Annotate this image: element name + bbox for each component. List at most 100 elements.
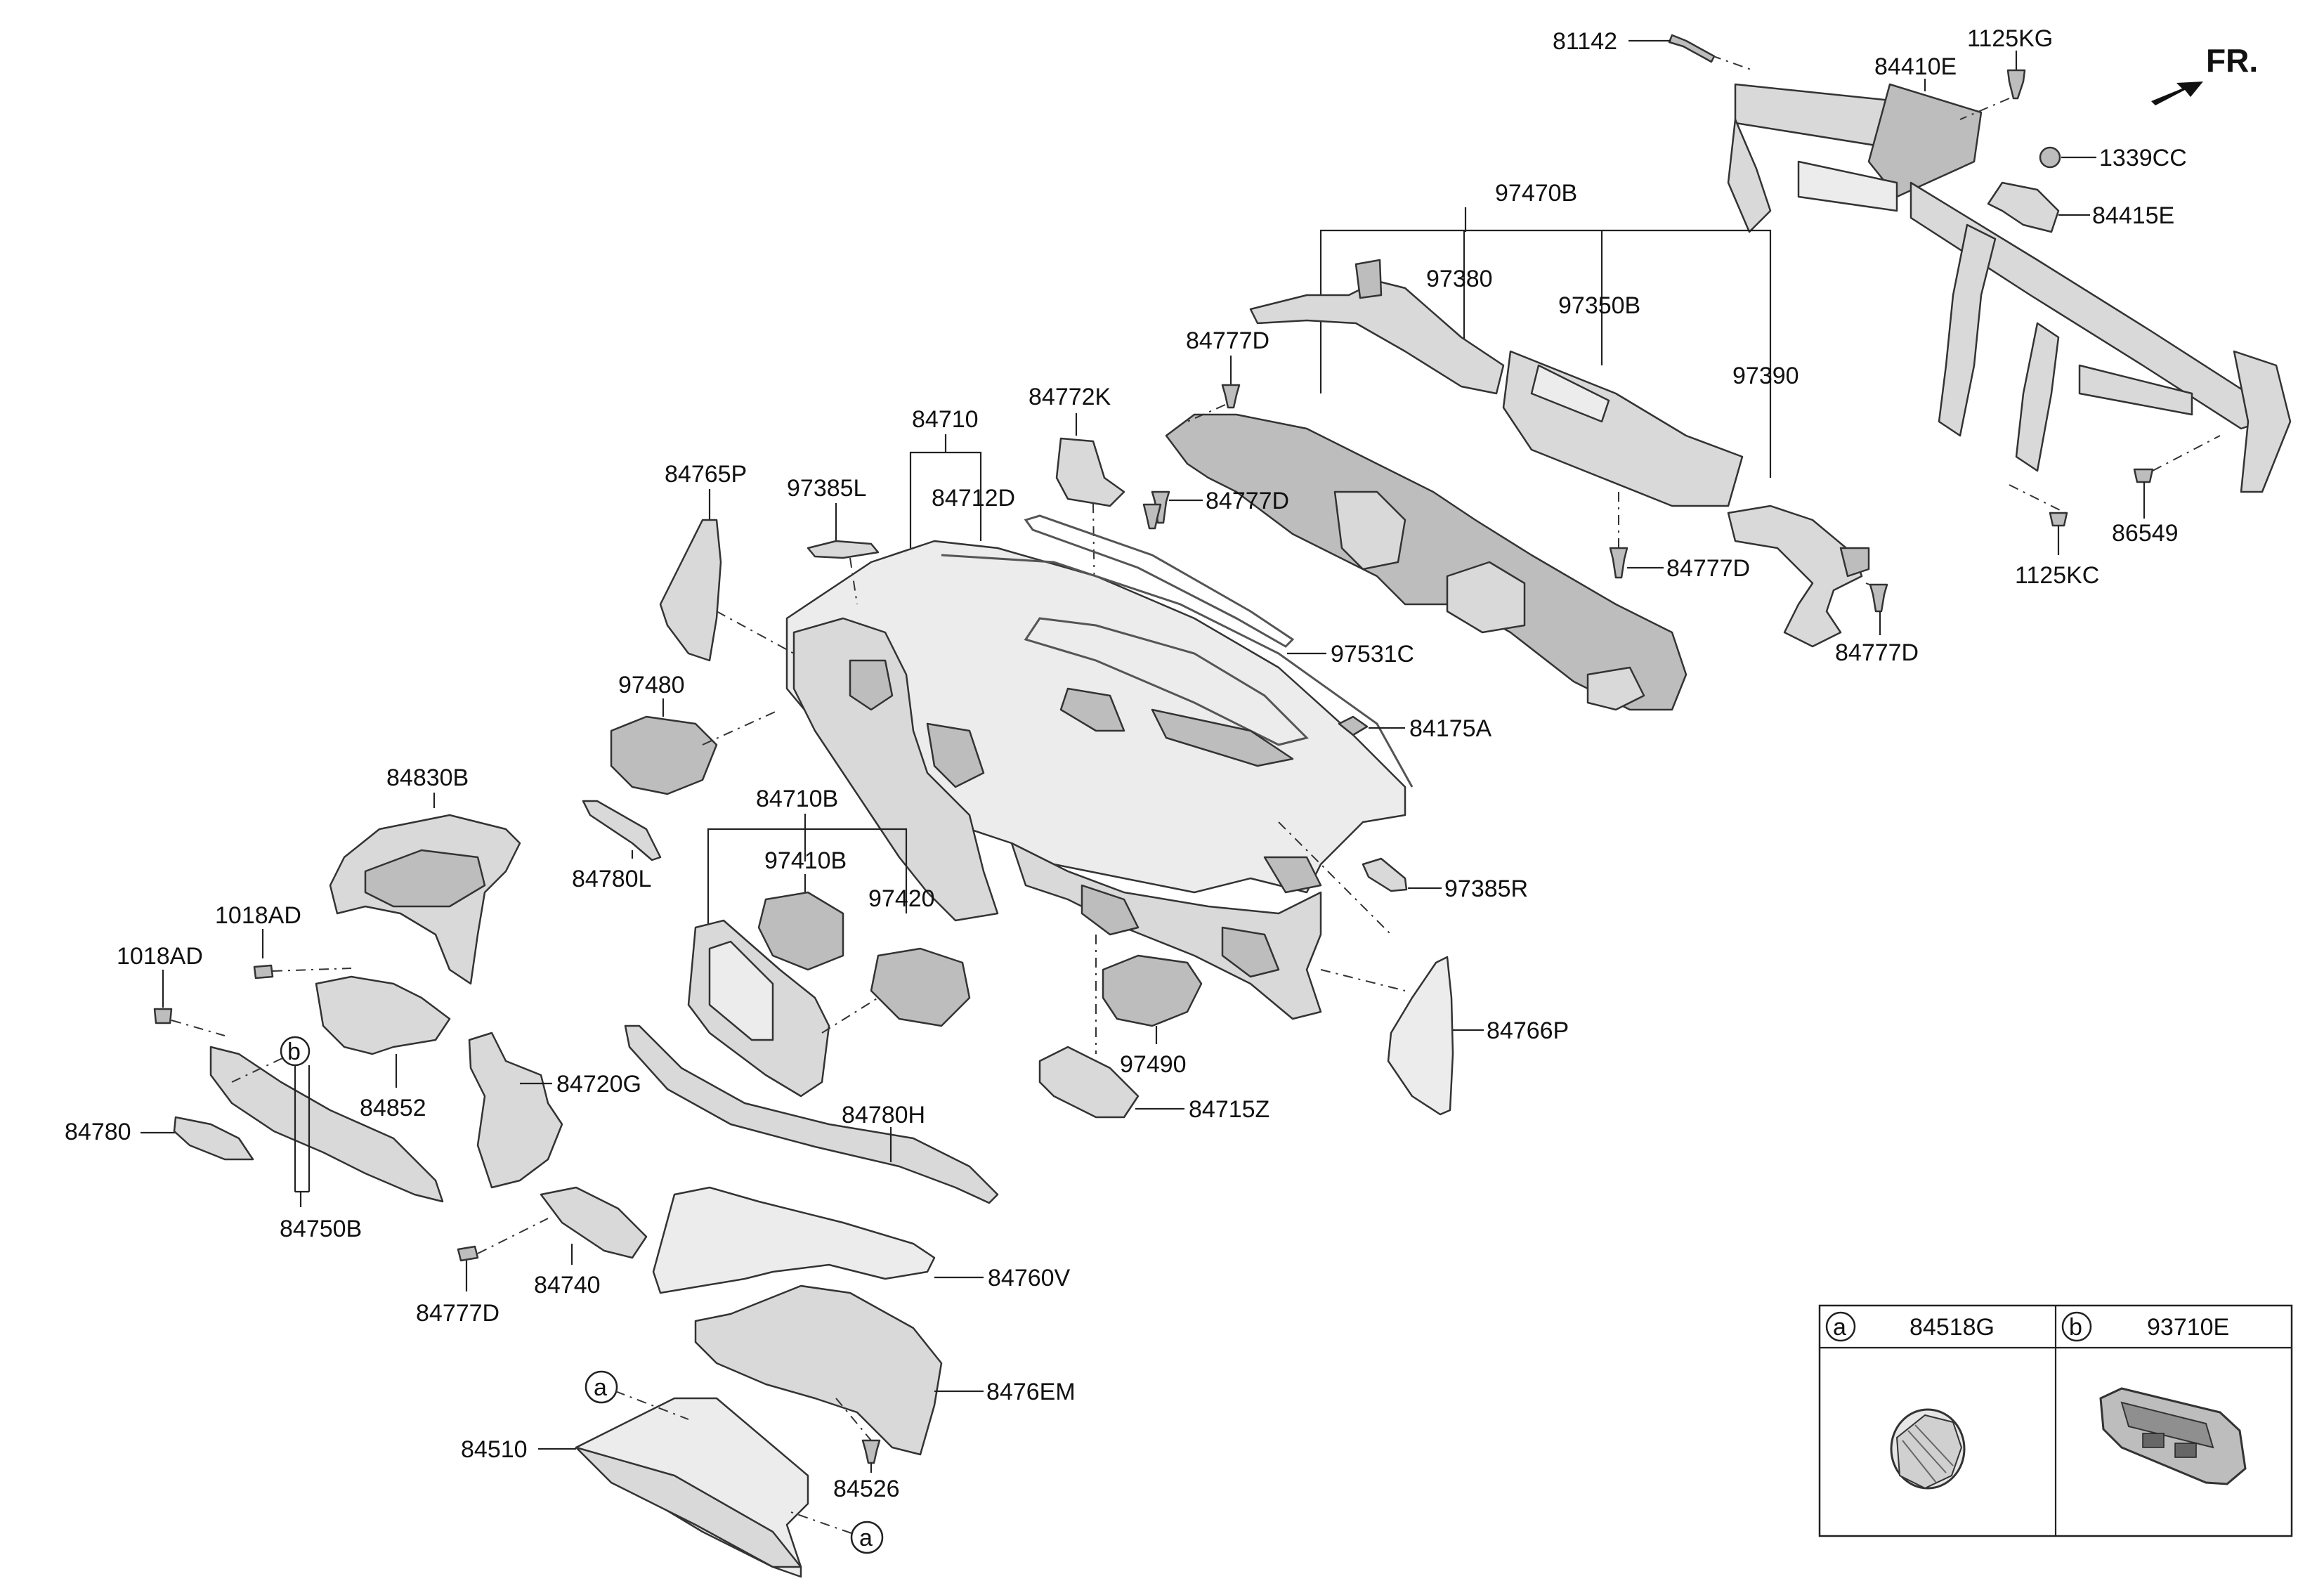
part-label-84780: 84780 (65, 1119, 131, 1145)
lower-crash-pad-84760V (652, 1186, 936, 1294)
part-label-84766P: 84766P (1487, 1017, 1569, 1044)
air-vent-97410B (757, 891, 844, 971)
part-label-97380: 97380 (1426, 266, 1493, 292)
speaker-grille-97385L (807, 540, 880, 559)
part-label-84830B: 84830B (386, 764, 469, 791)
part-label-1018AD-lower: 1018AD (117, 943, 203, 970)
part-label-84777D-lowerleft: 84777D (416, 1300, 500, 1327)
bolt-81142 (1668, 34, 1716, 63)
group-bracket-84710 (909, 434, 982, 548)
part-label-84175A: 84175A (1409, 715, 1492, 742)
screw-84526 (861, 1439, 881, 1464)
screw-84777D-upper (1221, 384, 1241, 409)
part-label-8476EM: 8476EM (986, 1379, 1076, 1405)
part-label-81142: 81142 (1553, 28, 1617, 55)
legend-a-part-number: 84518G (1910, 1314, 1995, 1341)
switch-93710E-illustration (2099, 1387, 2247, 1485)
bolt-86549 (2133, 468, 2154, 483)
screw-84777D-lower (1609, 547, 1628, 579)
part-label-84780H: 84780H (842, 1102, 925, 1128)
callout-a-lower-letter: a (859, 1525, 873, 1551)
legend-b-letter: b (2069, 1314, 2082, 1341)
screw-84777D-pad (1142, 503, 1162, 530)
garnish-84780H (624, 1024, 999, 1204)
bracket-84715Z (1038, 1046, 1140, 1119)
bracket-84772K (1055, 437, 1125, 507)
leader-81142 (1689, 47, 1754, 71)
glove-box-housing-8476EM (694, 1284, 943, 1456)
main-duct (1165, 413, 1687, 711)
center-fascia-side-84720G (468, 1031, 563, 1189)
part-label-97470B: 97470B (1495, 180, 1577, 207)
speaker-grille-97385R (1362, 857, 1408, 892)
part-label-1018AD-upper: 1018AD (215, 902, 301, 929)
part-label-86549: 86549 (2112, 520, 2179, 547)
air-vent-97480 (610, 715, 718, 795)
nut-1339CC (2039, 146, 2061, 169)
part-label-84765P: 84765P (665, 461, 747, 488)
part-label-97480: 97480 (618, 672, 685, 698)
knob-84518G-illustration (1890, 1408, 1966, 1490)
duct-97380 (1249, 280, 1505, 395)
air-vent-97490 (1102, 954, 1203, 1027)
part-label-1125KC: 1125KC (2015, 562, 2099, 589)
part-label-97490: 97490 (1120, 1051, 1187, 1078)
part-label-84712D: 84712D (932, 485, 1015, 512)
part-label-84740: 84740 (534, 1272, 601, 1299)
bracket-84415E (1987, 181, 2060, 233)
callout-a-upper-letter: a (594, 1374, 607, 1401)
part-label-97385R: 97385R (1444, 876, 1528, 902)
lower-panel-84750B (209, 1046, 444, 1203)
part-label-84510: 84510 (461, 1436, 528, 1463)
crash-pad-main (785, 540, 1414, 1020)
part-label-84777D-mid: 84777D (1206, 488, 1289, 514)
part-label-97390: 97390 (1732, 363, 1799, 389)
side-cover-84765P (659, 519, 722, 662)
group-bracket-84750B (294, 1065, 311, 1193)
screw-84777D-right (1869, 583, 1888, 613)
part-label-97350B: 97350B (1558, 292, 1640, 319)
callout-b-letter: b (287, 1039, 301, 1065)
defroster-grille-97531C (1024, 514, 1295, 648)
garnish-84780L (582, 800, 662, 861)
part-label-84720G: 84720G (556, 1071, 641, 1098)
bolt-1125KC (2049, 512, 2068, 527)
pad-84175A (1338, 715, 1369, 736)
bracket-84740 (540, 1186, 648, 1259)
legend-a-letter: a (1833, 1314, 1846, 1341)
part-label-84715Z: 84715Z (1189, 1096, 1269, 1123)
part-label-84777D-lower: 84777D (1666, 555, 1750, 582)
screw-1018AD-upper (253, 964, 274, 980)
part-label-1339CC: 1339CC (2099, 145, 2187, 171)
screw-1018AD-lower (153, 1008, 173, 1024)
part-label-97410B: 97410B (764, 847, 847, 874)
front-direction-arrow (2151, 82, 2203, 105)
part-label-84710: 84710 (912, 406, 979, 433)
part-label-97385L: 97385L (787, 475, 866, 502)
part-label-84710B: 84710B (756, 786, 838, 812)
part-label-84772K: 84772K (1029, 384, 1111, 410)
column-shroud-84852 (315, 975, 451, 1055)
group-bracket-84710B (707, 814, 908, 935)
part-label-84750B: 84750B (280, 1216, 362, 1242)
part-label-97531C: 97531C (1331, 641, 1414, 668)
duct-97390 (1727, 505, 1863, 648)
part-label-84760V: 84760V (988, 1265, 1071, 1291)
part-label-84415E: 84415E (2092, 202, 2174, 229)
callout-a-upper (585, 1370, 618, 1404)
part-label-84777D-right: 84777D (1835, 639, 1919, 666)
part-label-84780L: 84780L (572, 866, 651, 892)
legend-b-part-number: 93710E (2147, 1314, 2229, 1341)
part-label-1125KG: 1125KG (1967, 25, 2053, 52)
front-direction-label: FR. (2206, 42, 2258, 79)
callout-a-lower (850, 1521, 884, 1554)
part-label-84852: 84852 (360, 1095, 426, 1121)
screw-84777D-lowerleft (457, 1245, 479, 1262)
bolt-1125KG (2006, 69, 2026, 100)
part-label-97420: 97420 (868, 885, 935, 912)
garnish-84780 (173, 1116, 254, 1161)
part-label-84777D-upper: 84777D (1186, 327, 1269, 354)
side-cover-84766P (1387, 956, 1454, 1116)
part-label-84410E: 84410E (1874, 53, 1957, 80)
